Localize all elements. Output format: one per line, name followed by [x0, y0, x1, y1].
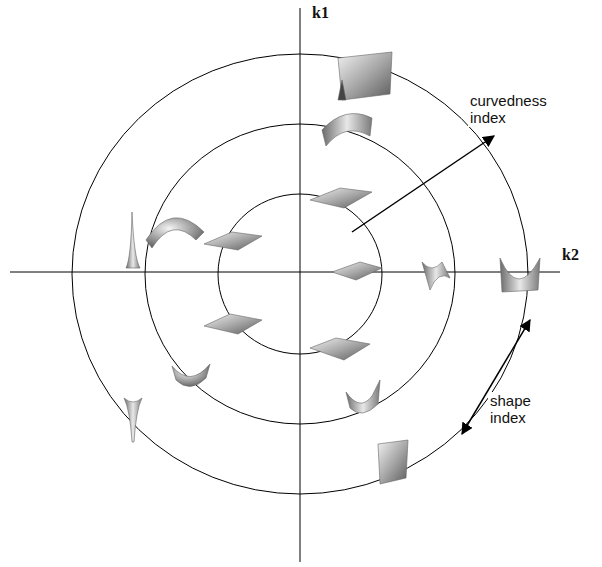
curvedness-circles [72, 54, 528, 494]
index-label: shape index [488, 392, 552, 427]
k1-axis [300, 8, 301, 562]
index-label: curvedness index [468, 92, 542, 127]
axis-label: k1 [312, 4, 329, 22]
k2-axis [10, 272, 560, 273]
curvedness-arrow [352, 136, 494, 232]
axis-label: k2 [562, 246, 579, 264]
